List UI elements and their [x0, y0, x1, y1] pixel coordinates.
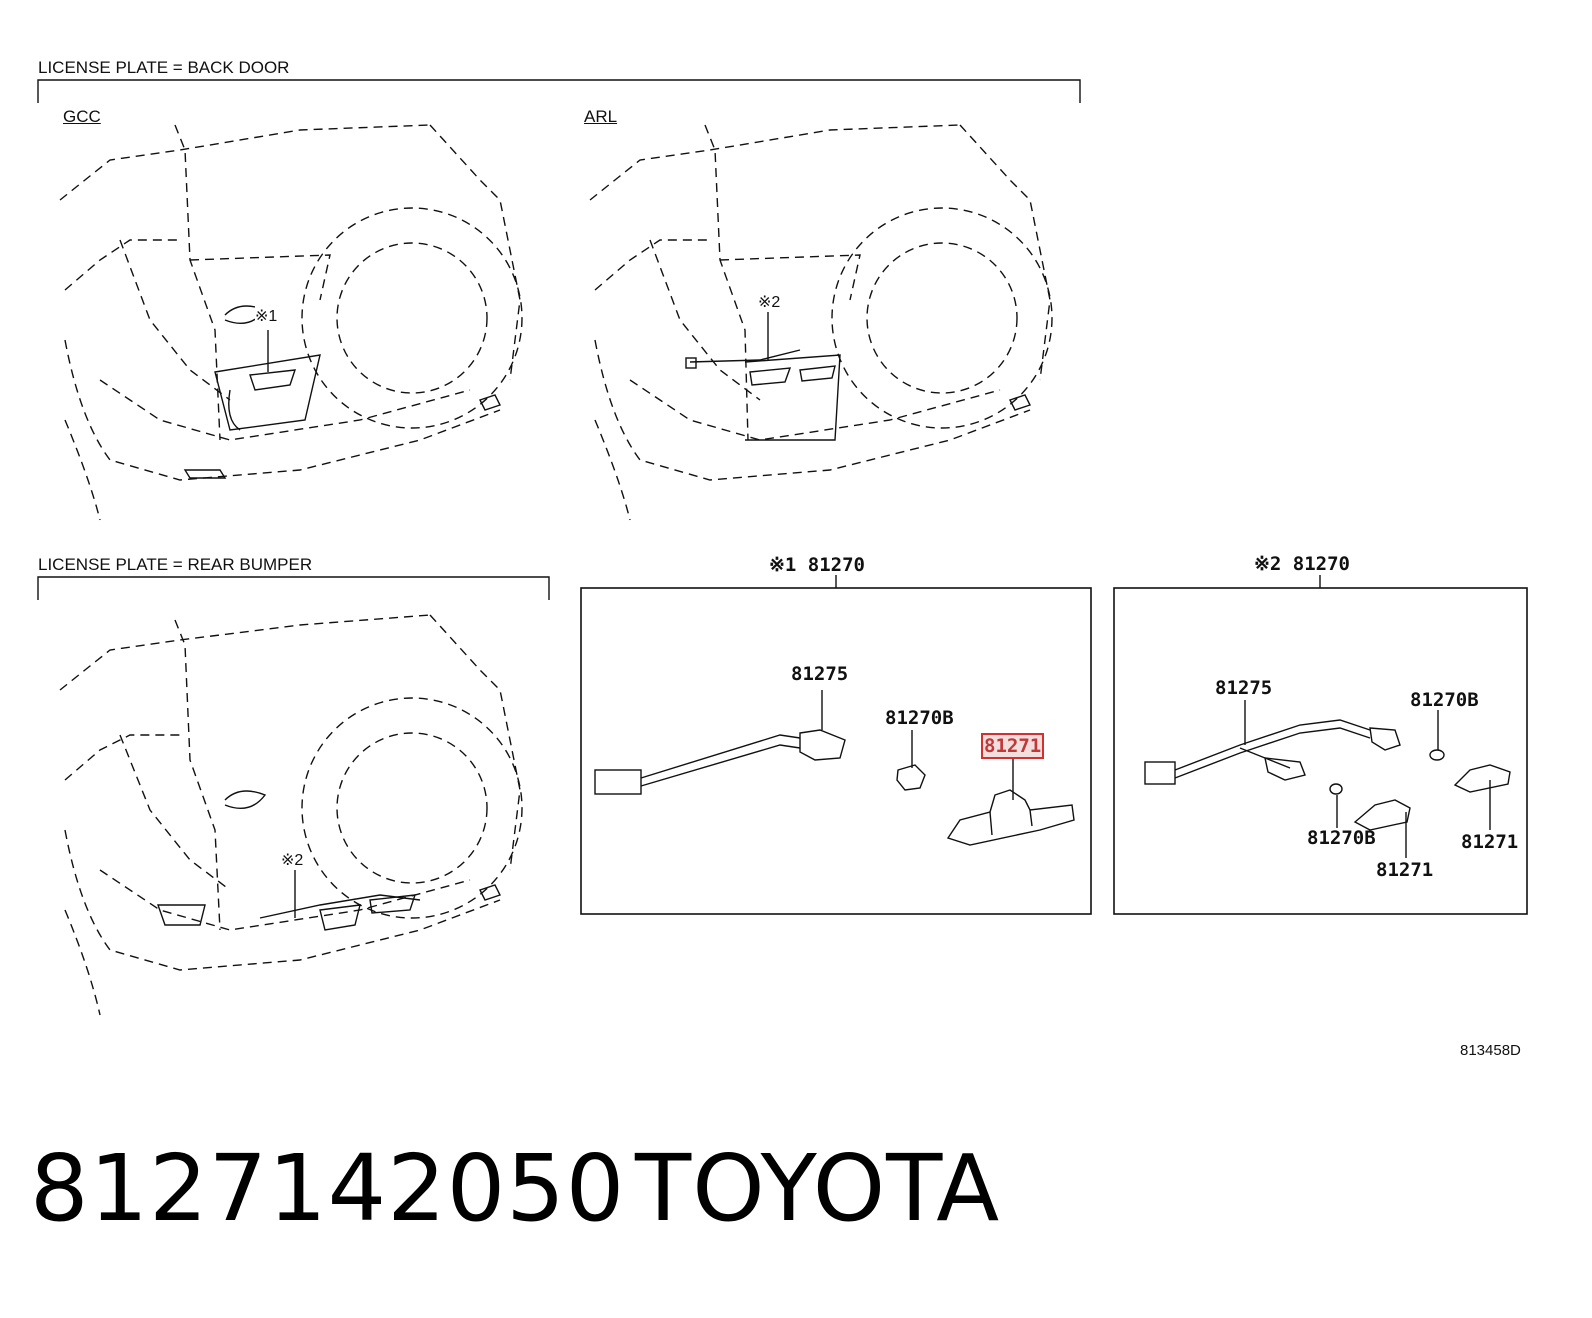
connector-81275: [594, 769, 642, 795]
part-label-81275[interactable]: 81275: [1215, 677, 1273, 699]
detail-2-parts: [1144, 700, 1511, 858]
arl-callout: ※2: [758, 292, 781, 312]
back-door-bracket: [37, 79, 1081, 103]
part-label-81271[interactable]: 81271: [1376, 859, 1434, 881]
rear-bumper-bracket: [37, 576, 550, 600]
back-door-section-title: LICENSE PLATE = BACK DOOR: [38, 58, 290, 77]
figure-id: 813458D: [1460, 1042, 1521, 1059]
detail-1-parts: [594, 690, 1075, 846]
part-label-81270b[interactable]: 81270B: [1410, 689, 1479, 711]
detail-2-box: [1113, 587, 1528, 915]
part-number: 8127142050: [30, 1135, 626, 1242]
part-label-81271-highlighted[interactable]: 81271: [981, 733, 1045, 759]
part-label-81270b[interactable]: 81270B: [885, 707, 954, 729]
gcc-callout: ※1: [255, 306, 278, 326]
detail-2-title: ※2 81270: [1254, 553, 1350, 575]
part-label-81270b[interactable]: 81270B: [1307, 827, 1376, 849]
rear-bumper-section-title: LICENSE PLATE = REAR BUMPER: [38, 555, 313, 574]
detail-1-title: ※1 81270: [769, 554, 865, 576]
vehicle-view-gcc: [59, 124, 523, 521]
rear-bumper-callout: ※2: [281, 850, 304, 870]
vehicle-view-rear-bumper: [59, 614, 523, 1016]
brand-name: TOYOTA: [635, 1135, 1001, 1242]
connector-81275-2: [1144, 761, 1176, 785]
arl-view-label: ARL: [584, 107, 618, 126]
gcc-view-label: GCC: [63, 107, 101, 126]
part-label-81275[interactable]: 81275: [791, 663, 849, 685]
part-label-81271[interactable]: 81271: [1461, 831, 1519, 853]
vehicle-view-arl: [589, 124, 1053, 521]
